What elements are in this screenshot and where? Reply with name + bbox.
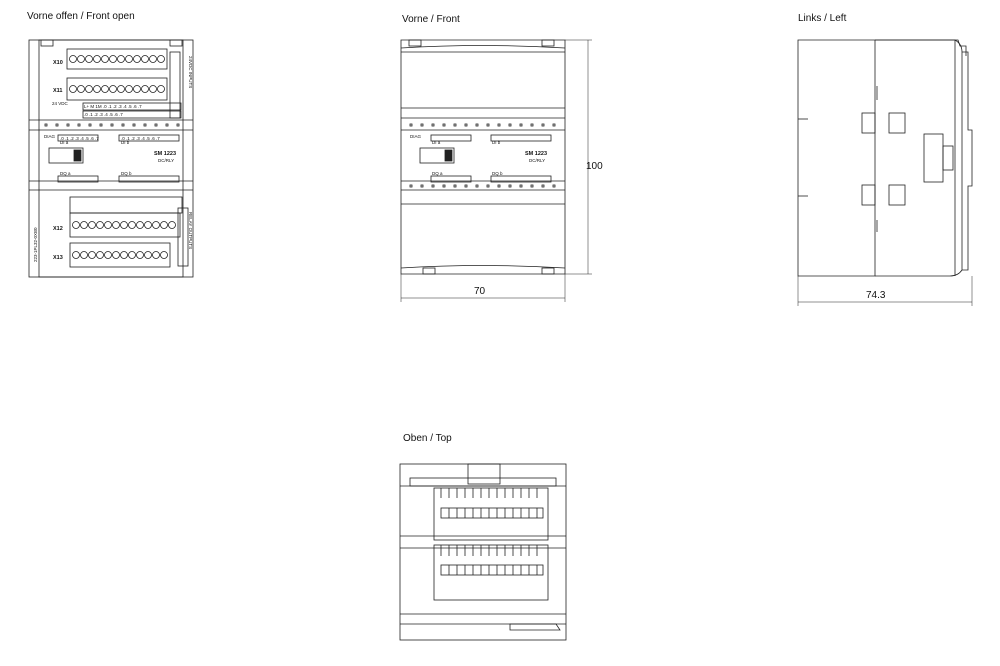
label-relay: RELAY OUTPUTS bbox=[188, 212, 193, 249]
label-inputs: 24VDC INPUTS bbox=[188, 56, 193, 88]
led-row-front-open-top bbox=[44, 123, 180, 127]
label-front-do-a: DQ a bbox=[432, 171, 443, 176]
top-view bbox=[399, 463, 567, 641]
label-led-row-b: .0 .1 .2 .3 .4 .5 .6 .7 bbox=[121, 136, 160, 141]
label-x10: X10 bbox=[53, 60, 63, 66]
label-terminal-row1: L+ M 1M .0 .1 .2 .3 .4 .5 .6 .7 bbox=[84, 104, 142, 109]
dim-width-side: 74.3 bbox=[866, 290, 886, 301]
label-module-name: SM 1223 bbox=[154, 151, 176, 157]
label-front-module-type: DC/RLY bbox=[529, 158, 545, 163]
caption-left: Links / Left bbox=[798, 13, 847, 24]
terminal-screws-x13 bbox=[72, 251, 168, 259]
led-row-front-bottom bbox=[409, 184, 556, 188]
label-part-no: 223-1PL32-0XB0 bbox=[33, 227, 38, 262]
label-front-diag: DIAG bbox=[410, 134, 422, 139]
label-front-do-b: DQ b bbox=[492, 171, 503, 176]
terminal-comb-bottom bbox=[440, 545, 544, 576]
label-do-a: DQ a bbox=[60, 171, 71, 176]
front-open-view bbox=[28, 39, 194, 278]
terminal-screws-x12 bbox=[72, 221, 176, 229]
terminal-screws-x10 bbox=[69, 55, 165, 63]
caption-top: Oben / Top bbox=[403, 433, 452, 444]
led-row-front-top bbox=[409, 123, 556, 127]
label-di-a: DI a bbox=[60, 140, 69, 145]
label-x11: X11 bbox=[53, 88, 62, 94]
label-front-module-name: SM 1223 bbox=[525, 151, 547, 157]
label-diag: DIAG bbox=[44, 134, 56, 139]
label-x13: X13 bbox=[53, 255, 63, 261]
left-view bbox=[797, 39, 973, 306]
label-x12: X12 bbox=[53, 226, 63, 232]
dim-width-front: 70 bbox=[474, 286, 486, 297]
caption-front: Vorne / Front bbox=[402, 14, 460, 25]
terminal-comb-top bbox=[440, 488, 544, 519]
label-supply: 24 VDC bbox=[52, 101, 69, 106]
label-do-b: DQ b bbox=[121, 171, 132, 176]
label-front-di-b: DI b bbox=[492, 140, 501, 145]
label-module-type: DC/RLY bbox=[158, 158, 174, 163]
dim-height: 100 bbox=[586, 161, 603, 172]
label-di-b: DI b bbox=[121, 140, 130, 145]
label-led-row-a: .0 .1 .2 .3 .4 .5 .6 .7 bbox=[60, 136, 99, 141]
label-terminal-row2: .0 .1 .2 .3 .4 .5 .6 .7 bbox=[84, 112, 123, 117]
drawing-labels: X10 X11 24 VDC L+ M 1M .0 .1 .2 .3 .4 .5… bbox=[33, 56, 886, 301]
caption-front-open: Vorne offen / Front open bbox=[27, 11, 135, 22]
label-front-di-a: DI a bbox=[432, 140, 441, 145]
front-view bbox=[400, 39, 592, 302]
terminal-screws-x11 bbox=[69, 85, 165, 93]
